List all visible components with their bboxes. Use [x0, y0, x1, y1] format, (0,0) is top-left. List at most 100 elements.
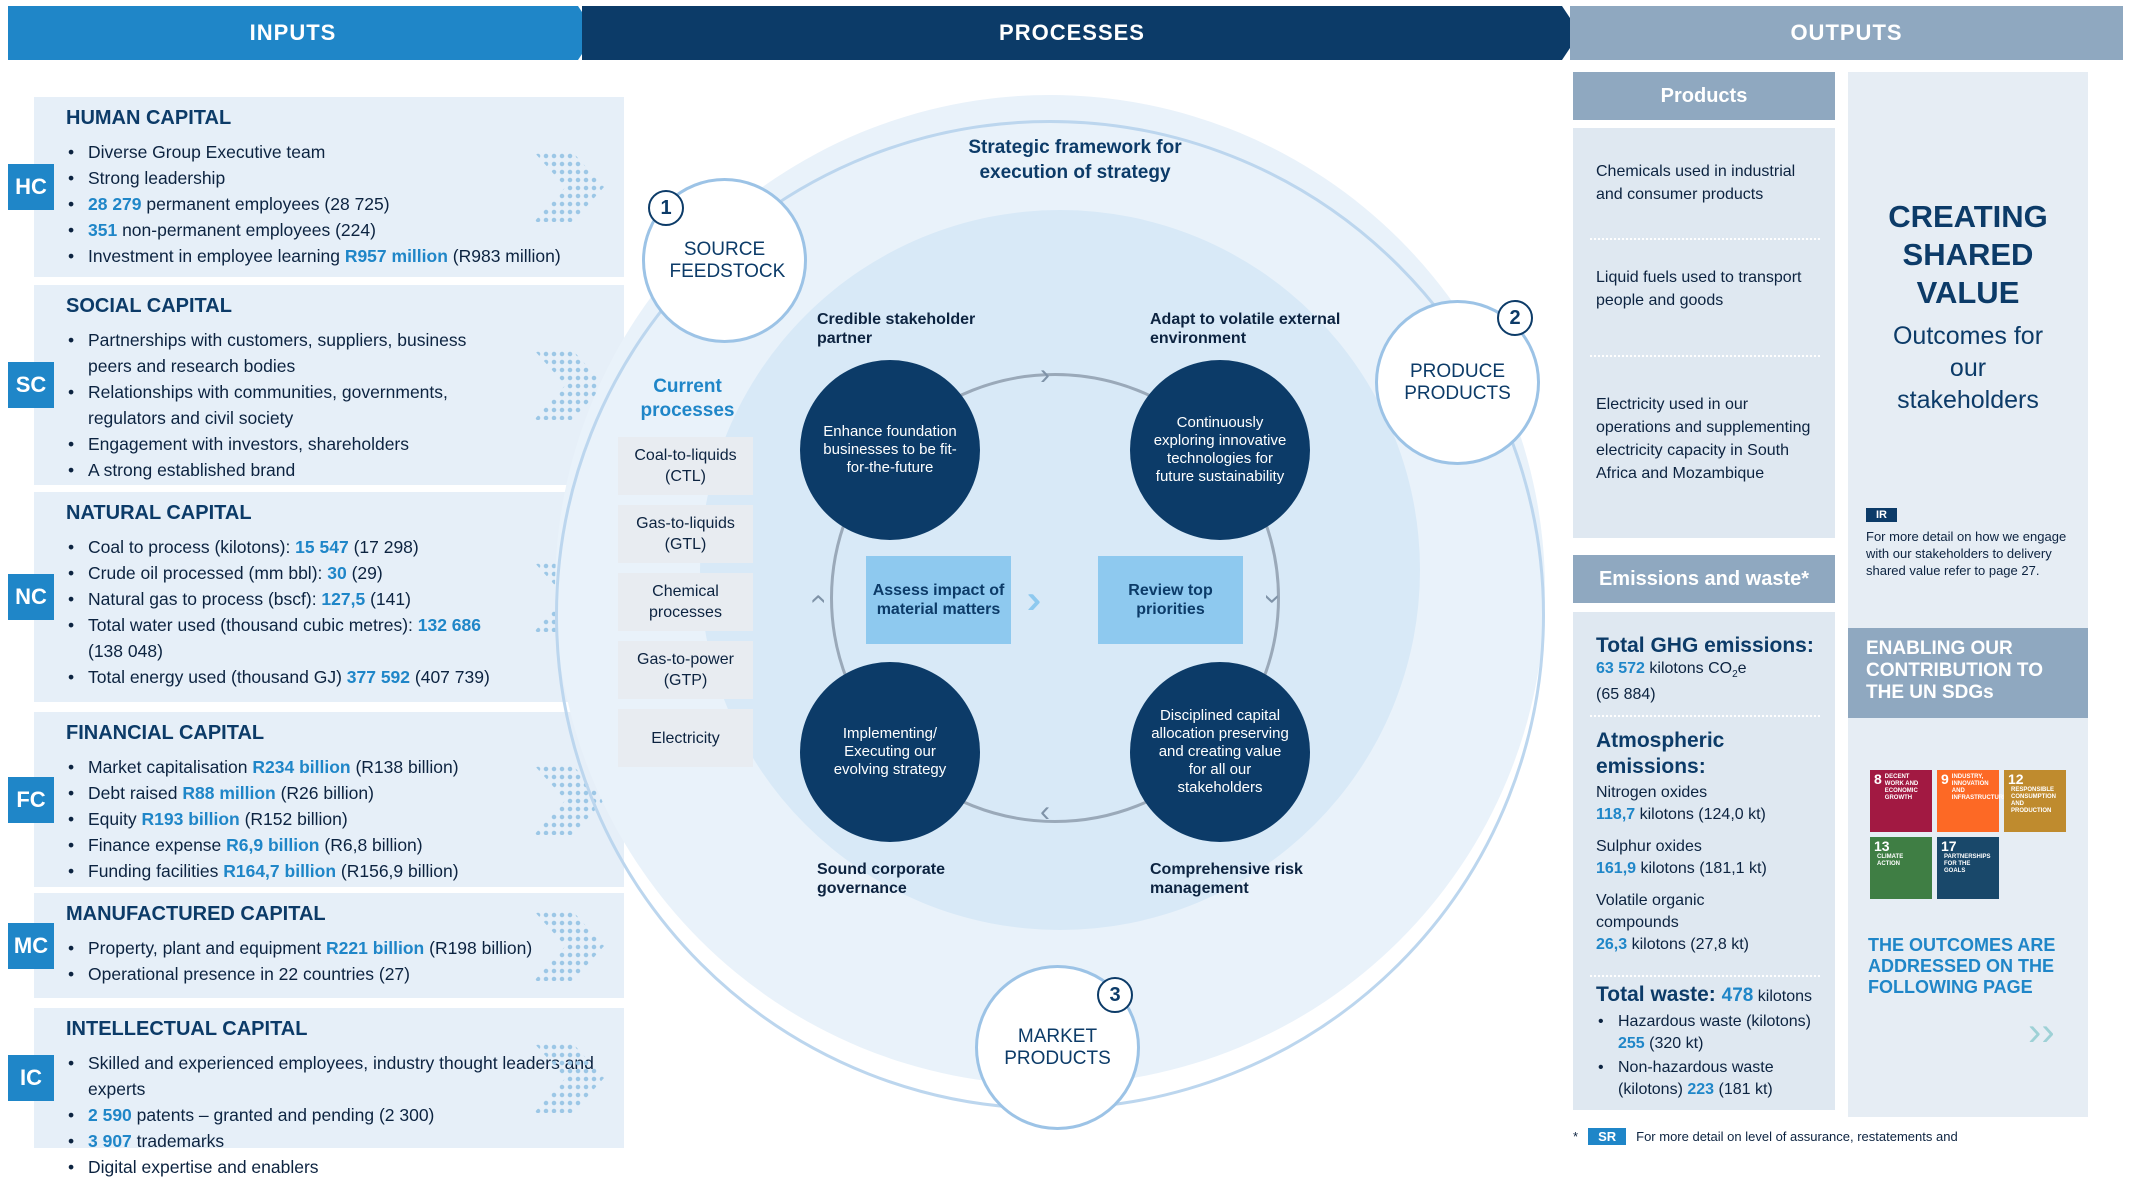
process-item: Gas-to-power (GTP) — [618, 641, 753, 699]
cycle-arrow-right-icon: › — [1257, 594, 1290, 604]
capital-title: HUMAN CAPITAL — [66, 107, 232, 129]
label-risk-management: Comprehensive risk management — [1150, 861, 1303, 897]
capital-title: INTELLECTUAL CAPITAL — [66, 1018, 308, 1040]
capital-manufactured-card: MANUFACTURED CAPITAL Property, plant and … — [34, 893, 624, 998]
capital-item: Engagement with investors, shareholders — [66, 431, 506, 457]
capital-item: Finance expense R6,9 billion (R6,8 billi… — [66, 832, 626, 858]
processes-header: PROCESSES — [582, 6, 1562, 60]
capital-item: Total water used (thousand cubic metres)… — [66, 612, 506, 664]
capital-item: Digital expertise and enablers — [66, 1154, 626, 1180]
hazardous-item: •Hazardous waste (kilotons) 255 (320 kt) — [1598, 1013, 1811, 1052]
capital-items: Property, plant and equipment R221 billi… — [66, 935, 626, 987]
capital-natural-card: NATURAL CAPITALCoal to process (kilotons… — [34, 492, 624, 702]
capital-item: Strong leadership — [66, 165, 626, 191]
waste-value: 478 — [1721, 985, 1754, 1006]
source-feedstock-node: SOURCE FEEDSTOCK — [642, 178, 807, 343]
capital-item: Investment in employee learning R957 mil… — [66, 243, 626, 269]
capital-item: 351 non-permanent employees (224) — [66, 217, 626, 243]
nonhazardous-item: •Non-hazardous waste (kilotons) 223 (181… — [1598, 1059, 1774, 1098]
market-products-node: MARKET PRODUCTS — [975, 965, 1140, 1130]
capital-items: Skilled and experienced employees, indus… — [66, 1050, 626, 1180]
capital-badge-nc: NC — [8, 574, 54, 620]
capital-badge-fc: FC — [8, 776, 54, 823]
nox-rest: kilotons (124,0 kt) — [1635, 806, 1766, 823]
capital-item: 2 590 patents – granted and pending (2 3… — [66, 1102, 626, 1128]
capital-human-card: HUMAN CAPITAL Diverse Group Executive tea… — [34, 97, 624, 277]
capital-item: 28 279 permanent employees (28 725) — [66, 191, 626, 217]
cycle-arrow-top-icon: › — [1040, 358, 1050, 391]
waste-unit: kilotons — [1753, 988, 1813, 1005]
sdg-header: ENABLING OUR CONTRIBUTION TO THE UN SDGs — [1848, 628, 2088, 718]
sox-value: 161,9 — [1596, 860, 1637, 877]
framework-title: Strategic framework for execution of str… — [968, 137, 1182, 183]
cycle-arrow-left-icon: › — [800, 594, 833, 604]
haz-value: 255 — [1618, 1035, 1645, 1052]
inputs-header: INPUTS — [8, 6, 578, 60]
sdg-13-icon: 13CLIMATE ACTION — [1870, 837, 1932, 899]
nonhaz-label: Non-hazardous waste (kilotons) — [1618, 1059, 1774, 1098]
capital-financial-card: FINANCIAL CAPITAL Market capitalisation R… — [34, 712, 624, 887]
circle-enhance-foundation: Enhance foundation businesses to be fit-… — [800, 360, 980, 540]
product-chemicals: Chemicals used in industrial and consume… — [1596, 163, 1796, 203]
process-item: Gas-to-liquids (GTL) — [618, 505, 753, 563]
capital-item: Skilled and experienced employees, indus… — [66, 1050, 626, 1102]
shared-value-panel — [1848, 72, 2088, 1117]
product-liquid-fuels: Liquid fuels used to transport people an… — [1596, 269, 1802, 309]
sox-label: Sulphur oxides — [1596, 838, 1702, 855]
next-page-chevron-icon[interactable]: ›› — [2028, 1010, 2055, 1054]
sox-rest: kilotons (181,1 kt) — [1636, 860, 1767, 877]
capital-title: MANUFACTURED CAPITAL — [66, 903, 326, 925]
capital-item: A strong established brand — [66, 457, 506, 483]
voc-label: Volatile organic compounds — [1596, 892, 1705, 931]
capital-intellectual-card: INTELLECTUAL CAPITAL Skilled and experien… — [34, 1008, 624, 1180]
step-2-badge: 2 — [1497, 300, 1533, 336]
cycle-ring — [830, 373, 1280, 823]
capital-item: Property, plant and equipment R221 billi… — [66, 935, 626, 961]
ghg-block: Total GHG emissions: 63 572 kilotons CO2… — [1596, 634, 1831, 704]
review-priorities-box: Review top priorities — [1098, 556, 1243, 644]
capital-items: Partnerships with customers, suppliers, … — [66, 327, 506, 483]
ghg-label: Total GHG emissions: — [1596, 634, 1814, 657]
capital-title: FINANCIAL CAPITAL — [66, 722, 265, 744]
assess-impact-box: Assess impact of material matters — [866, 556, 1011, 644]
emissions-panel — [1573, 612, 1835, 1110]
ghg-prev: (65 884) — [1596, 686, 1656, 704]
ghg-unit: kilotons CO — [1644, 660, 1733, 677]
label-credible-partner: Credible stakeholder partner — [817, 311, 976, 347]
circle-executing-strategy: Implementing/ Executing our evolving str… — [800, 662, 980, 842]
shared-value-subtitle: Outcomes for our stakeholders — [1892, 322, 2044, 414]
current-processes-title: Current processes — [640, 376, 735, 421]
products-panel — [1573, 128, 1835, 538]
sdg-12-icon: 12RESPONSIBLE CONSUMPTION AND PRODUCTION — [2004, 770, 2066, 832]
capital-items: Diverse Group Executive teamStrong leade… — [66, 139, 626, 269]
capital-social-card: SOCIAL CAPITALPartnerships with customer… — [34, 285, 624, 485]
capital-item: 3 907 trademarks — [66, 1128, 626, 1154]
waste-label: Total waste: — [1596, 983, 1722, 1006]
emissions-header: Emissions and waste* — [1573, 555, 1835, 603]
nox-value: 118,7 — [1596, 806, 1636, 823]
haz-label: Hazardous waste (kilotons) — [1618, 1013, 1811, 1030]
capital-item: Equity R193 billion (R152 billion) — [66, 806, 626, 832]
waste-block: Total waste: 478 kilotons •Hazardous was… — [1596, 983, 1836, 1101]
haz-rest: (320 kt) — [1644, 1035, 1704, 1052]
atmospheric-label: Atmospheric emissions: — [1596, 729, 1725, 778]
capital-item: Natural gas to process (bscf): 127,5 (14… — [66, 586, 506, 612]
atmospheric-list: Nitrogen oxides 118,7 kilotons (124,0 kt… — [1596, 782, 1831, 956]
products-header: Products — [1573, 72, 1835, 120]
sr-tag[interactable]: SR — [1588, 1128, 1627, 1145]
ghg-sub: 2 — [1732, 669, 1738, 681]
capital-item: Market capitalisation R234 billion (R138… — [66, 754, 626, 780]
capital-items: Coal to process (kilotons): 15 547 (17 2… — [66, 534, 506, 690]
outcomes-link[interactable]: THE OUTCOMES ARE ADDRESSED ON THE FOLLOW… — [1868, 935, 2056, 997]
emissions-divider-2 — [1590, 975, 1820, 977]
nonhaz-rest: (181 kt) — [1714, 1081, 1773, 1098]
process-item: Electricity — [618, 709, 753, 767]
voc-rest: kilotons (27,8 kt) — [1627, 936, 1749, 953]
ghg-tail: e — [1737, 660, 1747, 677]
capital-item: Funding facilities R164,7 billion (R156,… — [66, 858, 626, 884]
circle-innovative-tech: Continuously exploring innovative techno… — [1130, 360, 1310, 540]
ir-tag[interactable]: IR — [1866, 508, 1897, 522]
capital-item: Relationships with communities, governme… — [66, 379, 506, 431]
